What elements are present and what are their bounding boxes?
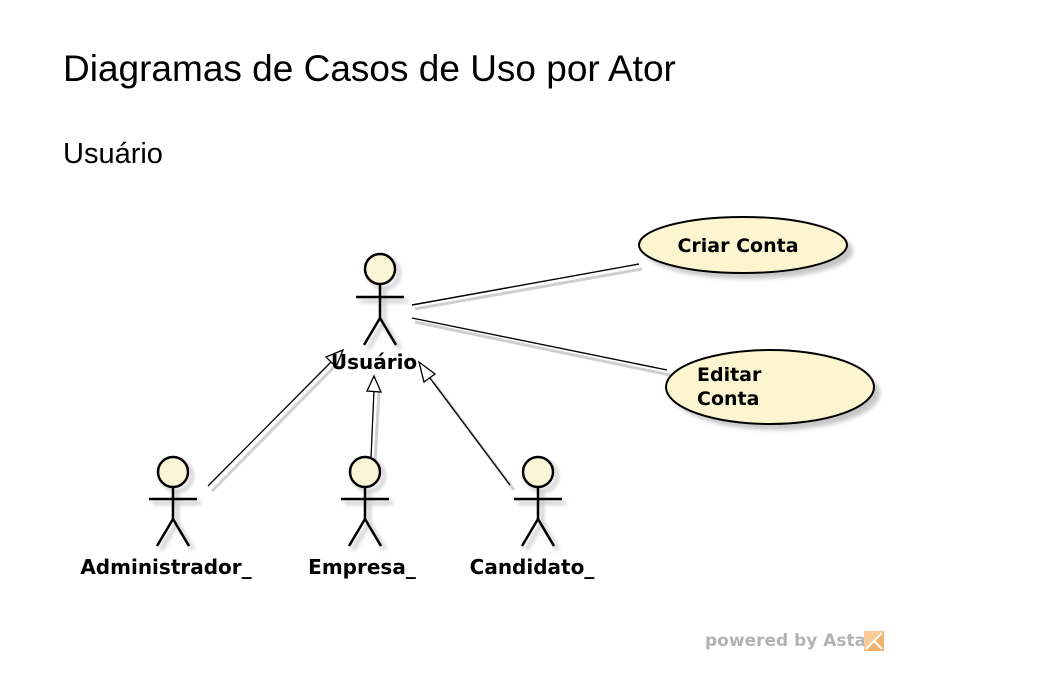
association-editar-conta <box>411 317 671 377</box>
actor-candidato-label: Candidato_ <box>470 555 595 579</box>
actor-administrador-label: Administrador_ <box>80 555 251 579</box>
actor-candidato-head <box>521 455 555 489</box>
actor-administrador[interactable]: Administrador_ <box>80 455 252 579</box>
use-case-criar-conta[interactable]: Criar Conta <box>638 216 853 279</box>
actor-usuario[interactable]: Usuário <box>331 252 417 374</box>
actor-administrador-head <box>156 455 190 489</box>
association-criar-conta <box>411 263 643 311</box>
astah-logo-icon <box>864 631 884 651</box>
generalization-candidato <box>417 360 516 491</box>
actor-candidato[interactable]: Candidato_ <box>470 455 595 579</box>
page-title: Diagramas de Casos de Uso por Ator <box>63 48 676 89</box>
use-case-editar-conta-label-line1: Editar <box>697 364 762 386</box>
generalization-administrador <box>207 348 345 493</box>
powered-by-text: powered by Astah <box>705 631 878 651</box>
use-case-criar-conta-label: Criar Conta <box>677 235 798 257</box>
use-case-editar-conta-label-line2: Conta <box>697 388 759 410</box>
actor-usuario-label: Usuário <box>331 350 417 374</box>
actor-usuario-head <box>363 252 397 286</box>
powered-by-astah: powered by Astah <box>705 631 884 651</box>
actor-empresa[interactable]: Empresa_ <box>308 455 416 579</box>
actor-empresa-label: Empresa_ <box>308 555 416 579</box>
generalization-empresa <box>366 374 383 463</box>
actor-empresa-head <box>348 455 382 489</box>
section-title: Usuário <box>63 138 163 170</box>
use-case-editar-conta[interactable]: Editar Conta <box>665 349 880 430</box>
